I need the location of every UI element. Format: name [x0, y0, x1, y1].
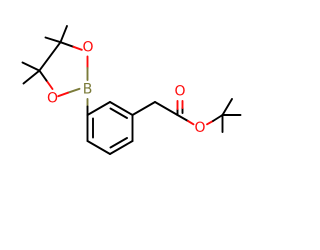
benzene-ring: [86, 101, 134, 155]
bond-aryl-ch2: [131, 101, 156, 116]
bond-b-o-lower-o-half: [57, 91, 69, 98]
bond-methyl-upper-top: [59, 25, 68, 44]
bond-ch2-carbonyl: [154, 101, 179, 116]
bond-methyl-upper-left: [44, 36, 62, 44]
bond-carbonyl-oxygen: [187, 120, 195, 126]
bond-o-lower-c-c-half: [38, 69, 48, 82]
dioxaborolane-ring: [38, 41, 89, 98]
ester-side-chain: [131, 98, 242, 133]
chemical-structure-diagram: B O O O O: [21, 25, 242, 155]
bond-methyl-lower-left: [22, 69, 41, 85]
bond-methyl-lower-upper: [21, 61, 41, 72]
bond-c-o-upper-c-half: [59, 41, 75, 48]
atom-label-oxygen-ester: O: [194, 120, 205, 136]
bond-c-c-ring: [38, 41, 62, 72]
bond-oxygen-tbutyl: [212, 114, 224, 122]
atom-label-boron: B: [83, 82, 93, 98]
structure-drawing: B O O O O: [21, 25, 242, 155]
benzene-bond-1: [86, 101, 111, 116]
bond-b-o-lower: [67, 87, 81, 94]
benzene-double-bond-2: [109, 137, 128, 149]
benzene-bond-2: [109, 101, 134, 116]
atom-label-oxygen-carbonyl: O: [174, 84, 185, 100]
benzene-double-bond-1: [109, 107, 128, 119]
benzene-bond-5: [86, 140, 111, 155]
atom-label-oxygen-ring-upper: O: [82, 40, 93, 56]
bond-oxygen-tbutyl-o-half: [206, 120, 214, 126]
bond-o-lower-c: [45, 79, 54, 90]
ring-methyl-groups: [21, 25, 68, 85]
bond-c-o-upper: [72, 45, 83, 51]
bond-tbutyl-methyl-top: [221, 98, 233, 116]
atom-label-oxygen-ring-lower: O: [47, 91, 58, 107]
benzene-bond-4: [109, 140, 134, 155]
bond-carbonyl-oxygen-c-half: [176, 114, 189, 122]
